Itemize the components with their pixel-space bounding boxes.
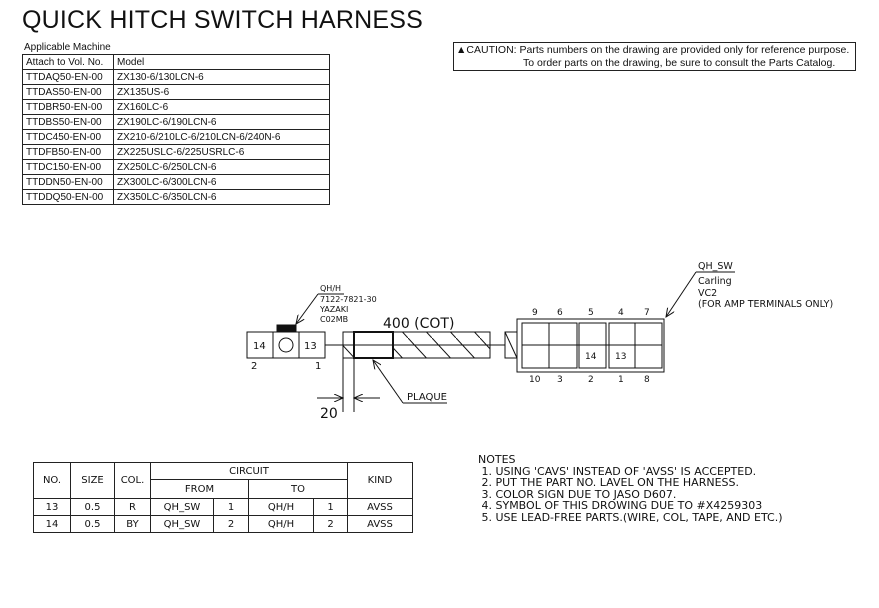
qhh-maker: YAZAKI — [319, 305, 348, 314]
latch-block — [276, 324, 297, 333]
note-item: 2. PUT THE PART NO. LAVEL ON THE HARNESS… — [478, 476, 739, 490]
qhh-leader — [296, 293, 319, 324]
qhh-label: QH/H 7122-7821-30 YAZAKI C02MB — [319, 284, 377, 324]
dimension-label: 20 — [320, 406, 338, 422]
qhsw-name: QH_SW — [698, 261, 733, 272]
table-header-row: Attach to Vol. No. Model — [22, 54, 330, 70]
qhh-connector: 14 13 2 1 — [246, 324, 326, 372]
cell-from: QH_SW — [150, 498, 214, 516]
qhh-pin-right: 1 — [315, 361, 321, 372]
pin-label: 5 — [588, 308, 594, 318]
cell-to-pin: 2 — [313, 515, 348, 533]
pin-label: 8 — [644, 375, 650, 385]
header-size: SIZE — [70, 462, 115, 499]
plaque-label: PLAQUE — [407, 392, 447, 403]
note-item: 5. USE LEAD-FREE PARTS.(WIRE, COL, TAPE,… — [478, 510, 783, 524]
qhh-cell-left: 14 — [253, 341, 266, 352]
cell-kind: AVSS — [347, 498, 413, 516]
tube-length-label: 400 (COT) — [383, 316, 454, 332]
pin-label: 6 — [557, 308, 563, 318]
caution-line-2: To order parts on the drawing, be sure t… — [523, 57, 836, 69]
table-row: 13 0.5 R QH_SW 1 QH/H 1 AVSS — [33, 498, 413, 516]
note-item: 4. SYMBOL OF THIS DROWING DUE TO #X42593… — [478, 499, 763, 513]
cell-size: 0.5 — [70, 515, 115, 533]
plaque-leader — [373, 360, 404, 404]
qhh-name: QH/H — [320, 284, 341, 293]
header-col: COL. — [114, 462, 151, 499]
qhsw-note: (FOR AMP TERMINALS ONLY) — [698, 299, 833, 310]
header-from: FROM — [150, 479, 249, 499]
cell-col: R — [114, 498, 151, 516]
wire-table: NO. SIZE COL. CIRCUIT KIND FROM TO 13 0.… — [33, 462, 413, 533]
pin-label: 1 — [618, 375, 624, 385]
qhsw-connector: 14 13 9 6 5 4 7 10 3 2 1 8 — [516, 308, 665, 385]
qhsw-maker: Carling — [698, 276, 732, 287]
cell-to: QH/H — [248, 515, 314, 533]
header-no: NO. — [33, 462, 71, 499]
caution-line-1: CAUTION: Parts numbers on the drawing ar… — [466, 44, 850, 56]
qhsw-label: QH_SW Carling VC2 (FOR AMP TERMINALS ONL… — [698, 261, 833, 310]
notes: NOTES 1. USING 'CAVS' INSTEAD OF 'AVSS' … — [478, 454, 783, 524]
pin-label: 9 — [532, 308, 538, 318]
qhh-cell-right: 13 — [304, 341, 317, 352]
qhsw-cell-13: 13 — [615, 352, 626, 362]
cell-col: BY — [114, 515, 151, 533]
pin-label: 10 — [529, 375, 541, 385]
qhh-code: C02MB — [320, 315, 348, 324]
cell-no: 13 — [33, 498, 71, 516]
cell-to: QH/H — [248, 498, 314, 516]
applicable-machine-label: Applicable Machine — [24, 42, 111, 53]
cell-from-pin: 1 — [213, 498, 249, 516]
cell-size: 0.5 — [70, 498, 115, 516]
qhh-part: 7122-7821-30 — [320, 295, 377, 304]
harness-tube — [342, 331, 518, 359]
cell-from: QH_SW — [150, 515, 214, 533]
cell-to-pin: 1 — [313, 498, 348, 516]
header-circuit: CIRCUIT — [150, 462, 348, 480]
caution-box: ▲CAUTION: Parts numbers on the drawing a… — [453, 42, 856, 71]
pin-label: 3 — [557, 375, 563, 385]
cell-from-pin: 2 — [213, 515, 249, 533]
qhh-pin-left: 2 — [251, 361, 257, 372]
notes-title: NOTES — [478, 453, 516, 466]
qhsw-leader — [666, 271, 697, 317]
note-item: 3. COLOR SIGN DUE TO JASO D607. — [478, 487, 677, 501]
header-kind: KIND — [347, 462, 413, 499]
warning-triangle-icon: ▲ — [456, 44, 467, 56]
pin-label: 7 — [644, 308, 650, 318]
qhsw-code: VC2 — [698, 288, 717, 299]
qhsw-cell-14: 14 — [585, 352, 597, 362]
cell-kind: AVSS — [347, 515, 413, 533]
lock-circle-icon — [278, 337, 294, 353]
cell-no: 14 — [33, 515, 71, 533]
table-row: 14 0.5 BY QH_SW 2 QH/H 2 AVSS — [33, 515, 413, 533]
pin-label: 4 — [618, 308, 624, 318]
note-item: 1. USING 'CAVS' INSTEAD OF 'AVSS' IS ACC… — [478, 464, 757, 478]
pin-label: 2 — [588, 375, 594, 385]
header-to: TO — [248, 479, 348, 499]
page-title: QUICK HITCH SWITCH HARNESS — [22, 6, 424, 34]
model: ZX350LC-6/350LCN-6 — [113, 189, 330, 205]
